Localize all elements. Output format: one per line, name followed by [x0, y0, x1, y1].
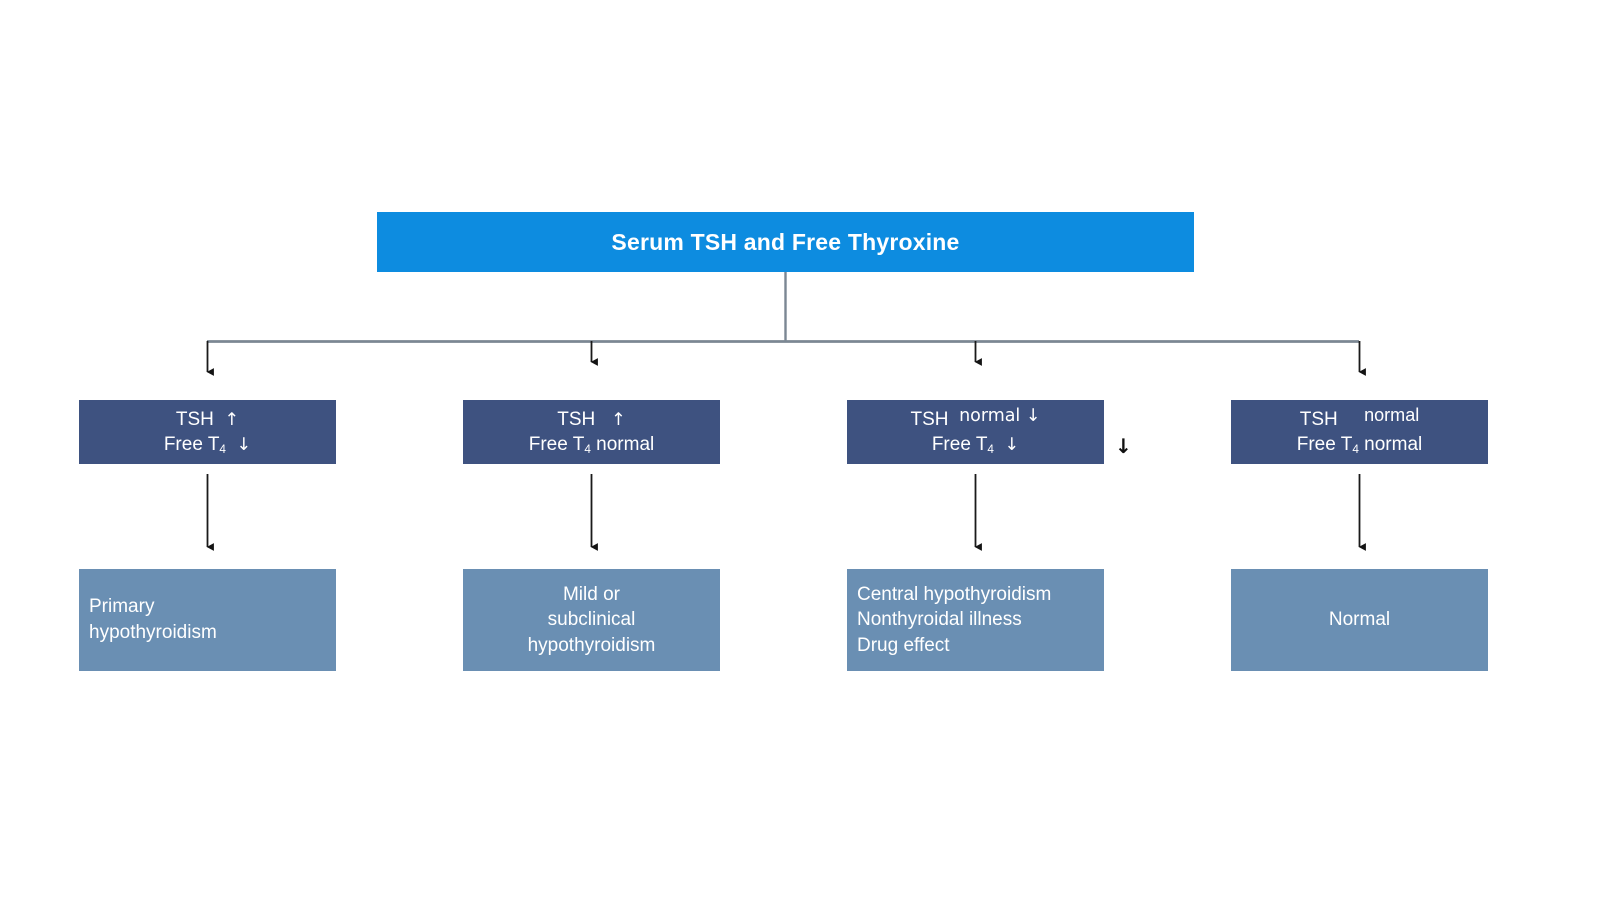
decision-line-tsh-4: TSH normal: [1297, 404, 1423, 432]
outcome-box-branch-1: Primary hypothyroidism: [79, 569, 336, 671]
outcome-line: subclinical: [547, 609, 636, 631]
ft4-value-1: ↓: [236, 435, 252, 455]
outcome-line: Primary: [89, 596, 155, 618]
decision-line-tsh-3: TSH normal ↓: [910, 405, 1041, 432]
decision-line-tsh-1: TSH ↑: [164, 407, 251, 432]
ft4-value-2: normal: [596, 434, 655, 455]
decision-box-branch-4: TSH normal Free T4 normal: [1231, 400, 1488, 464]
title-box-label: Serum TSH and Free Thyroxine: [611, 228, 960, 255]
outcome-line: Central hypothyroidism: [857, 583, 1052, 605]
decision-box-branch-1: TSH ↑ Free T4 ↓: [79, 400, 336, 464]
ft4-subscript-3: 4: [987, 442, 994, 456]
ft4-value-3: ↓: [1004, 435, 1020, 455]
ft4-subscript-1: 4: [219, 442, 226, 456]
decision-line-ft4-3: Free T4 ↓: [911, 432, 1041, 457]
outcome-line: Drug effect: [857, 634, 950, 656]
decision-box-branch-2: TSH ↑ Free T4 normal: [463, 400, 720, 464]
outcome-line: Mild or: [562, 583, 620, 605]
decision-line-ft4-2: Free T4 normal: [529, 432, 655, 457]
ft4-subscript-4: 4: [1352, 442, 1359, 456]
decision-line-ft4-4: Free T4 normal: [1297, 432, 1423, 457]
outcome-line: hypothyroidism: [89, 622, 217, 643]
decision-line-tsh-2: TSH ↑: [529, 407, 655, 432]
ft4-label-2: Free T: [528, 434, 585, 455]
decision-line-ft4-1: Free T4 ↓: [164, 432, 251, 457]
decision-box-branch-3: TSH normal ↓ Free T4 ↓: [847, 400, 1104, 464]
tsh-value-4: normal: [1364, 404, 1420, 425]
outcome-box-branch-2: Mild or subclinical hypothyroidism: [463, 569, 720, 671]
tsh-value-1: ↑: [224, 409, 240, 430]
ft4-label-1: Free T: [163, 434, 220, 455]
tsh-value-2: ↑: [611, 409, 626, 430]
tsh-label-2: TSH: [557, 408, 596, 430]
ft4-value-4: normal: [1364, 434, 1423, 455]
outcome-line: Normal: [1328, 609, 1391, 631]
outcome-box-branch-4: Normal: [1231, 569, 1488, 671]
stray-down-arrow-marker: ↓: [1115, 434, 1132, 458]
outcome-line: hypothyroidism: [527, 634, 656, 656]
title-box: Serum TSH and Free Thyroxine: [377, 212, 1194, 272]
tsh-label-3: TSH: [910, 408, 949, 430]
ft4-label-3: Free T: [931, 434, 988, 455]
ft4-subscript-2: 4: [584, 442, 591, 456]
outcome-line: Nonthyroidal illness: [857, 609, 1022, 631]
tsh-label-4: TSH: [1299, 408, 1338, 430]
outcome-box-branch-3: Central hypothyroidism Nonthyroidal illn…: [847, 569, 1104, 671]
ft4-label-4: Free T: [1296, 434, 1353, 455]
tsh-label-1: TSH: [175, 408, 214, 430]
tsh-value-3: normal ↓: [959, 405, 1041, 426]
